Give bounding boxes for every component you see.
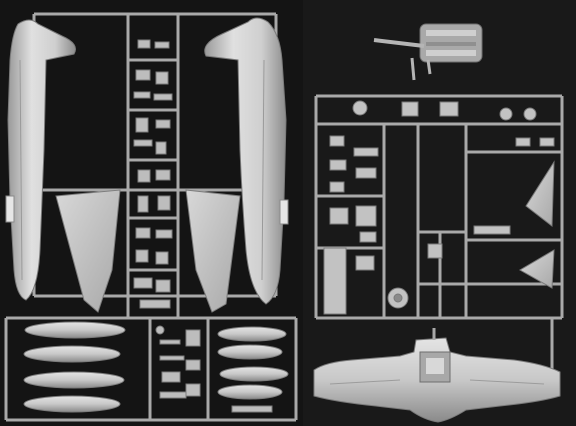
separate-engine-part — [373, 23, 483, 81]
fuselage-half-right — [204, 17, 289, 305]
wing-upper-left — [55, 189, 121, 313]
fuselage-half-left — [5, 19, 76, 301]
lower-wing — [313, 328, 561, 423]
small-parts-trees — [133, 39, 201, 399]
wing-upper-right — [185, 189, 241, 313]
cockpit-detail-parts — [323, 100, 555, 315]
wing-tips — [518, 160, 555, 289]
drop-tanks — [23, 321, 289, 413]
